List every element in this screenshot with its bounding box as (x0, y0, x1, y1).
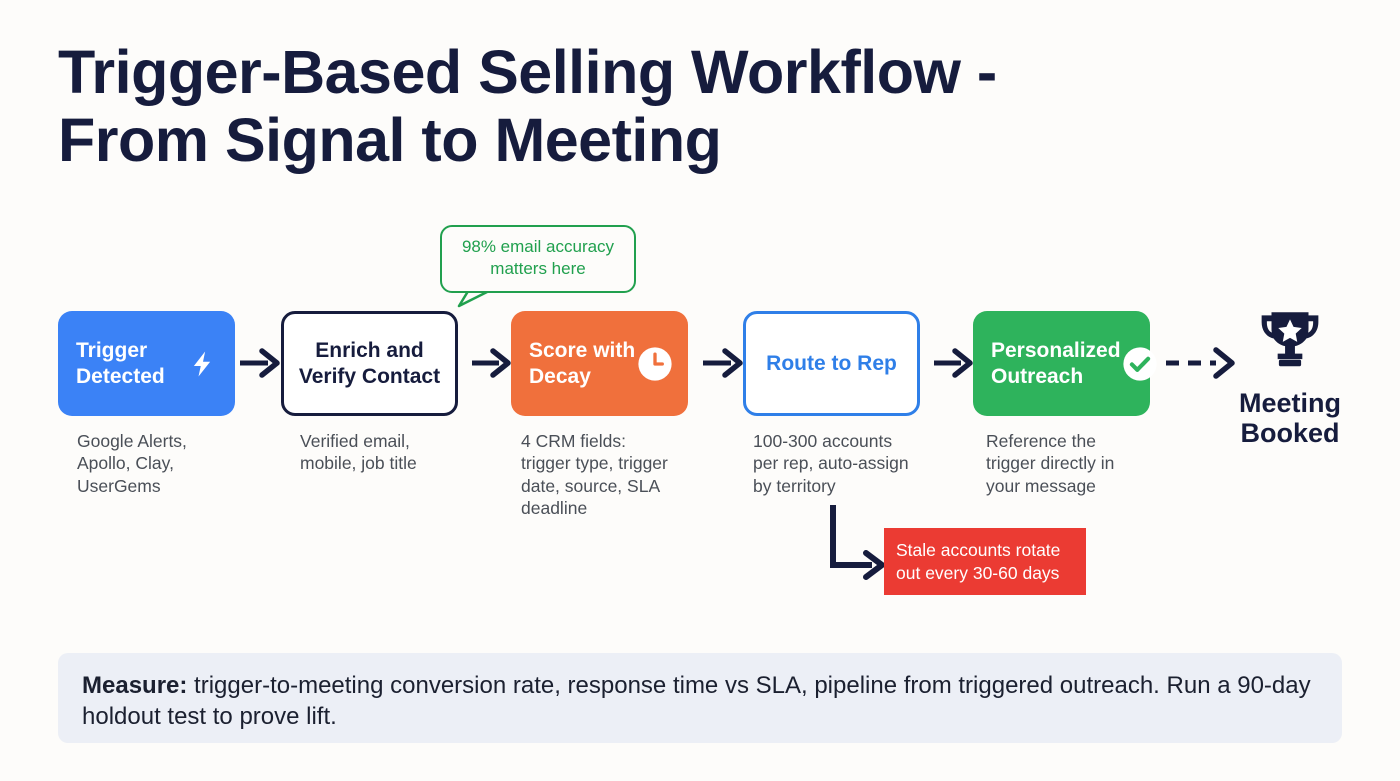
check-circle-icon (1121, 345, 1159, 383)
warning-text: Stale accounts rotate out every 30-60 da… (896, 540, 1061, 583)
flow-step-enrich-and-verify-contact[interactable]: Enrich and Verify Contact (281, 311, 458, 416)
flow-step-label: Route to Rep (766, 351, 897, 375)
goal-meeting-booked: Meeting Booked (1205, 303, 1375, 448)
trophy-icon (1205, 303, 1375, 382)
warning-stale-accounts: Stale accounts rotate out every 30-60 da… (884, 528, 1086, 595)
measure-label: Measure: (82, 672, 188, 699)
flow-step-caption-score-with-decay: 4 CRM fields: trigger type, trigger date… (521, 431, 668, 519)
measure-footer: Measure: trigger-to-meeting conversion r… (58, 653, 1342, 743)
measure-body: trigger-to-meeting conversion rate, resp… (82, 672, 1311, 731)
goal-label: Meeting Booked (1238, 388, 1341, 449)
flow-step-caption-personalized-outreach: Reference the trigger directly in your m… (986, 431, 1115, 496)
clock-icon (636, 345, 674, 383)
flow-step-caption-enrich-and-verify-contact: Verified email, mobile, job title (300, 431, 417, 474)
flow-step-caption-route-to-rep: 100-300 accounts per rep, auto-assign by… (753, 431, 909, 496)
flow-step-caption-trigger-detected: Google Alerts, Apollo, Clay, UserGems (77, 431, 187, 496)
lightning-bolt-icon (183, 345, 221, 383)
flow-step-label: Personalized Outreach (991, 338, 1121, 388)
flow-step-trigger-detected[interactable]: Trigger Detected (58, 311, 235, 416)
flow-step-route-to-rep[interactable]: Route to Rep (743, 311, 920, 416)
flow-step-label: Enrich and Verify Contact (298, 338, 441, 388)
page-title: Trigger-Based Selling Workflow - From Si… (58, 38, 997, 175)
callout-email-accuracy: 98% email accuracy matters here (440, 225, 636, 293)
flow-step-label: Trigger Detected (76, 338, 165, 388)
measure-text: Measure: trigger-to-meeting conversion r… (82, 670, 1318, 732)
flow-step-score-with-decay[interactable]: Score with Decay (511, 311, 688, 416)
flow-step-personalized-outreach[interactable]: Personalized Outreach (973, 311, 1157, 416)
flow-step-label: Score with Decay (529, 338, 636, 388)
